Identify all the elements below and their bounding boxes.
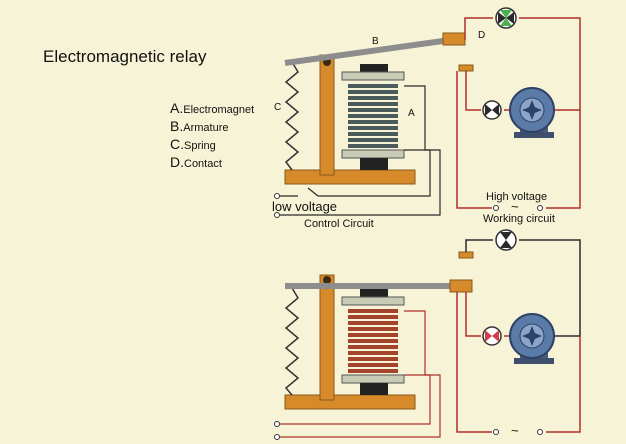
frame-post-top <box>319 54 335 176</box>
armature-top <box>284 37 451 66</box>
motor-top <box>509 87 555 138</box>
legend-item-b: B.Armature <box>170 118 229 134</box>
relay-bottom <box>274 229 581 440</box>
coil-bottom <box>348 309 398 373</box>
contact-top <box>442 32 466 46</box>
motor-bottom <box>509 313 555 364</box>
contact-bottom <box>449 279 473 293</box>
frame-base-top <box>284 169 416 185</box>
label-d: D <box>478 30 486 41</box>
control-circuit-label: Control Circuit <box>304 218 374 230</box>
frame-base-bottom <box>284 394 416 410</box>
coil-top <box>348 84 398 148</box>
relay-top <box>274 7 581 218</box>
spring-top <box>284 61 300 171</box>
ac-symbol-top: ~ <box>511 199 519 214</box>
label-c: C <box>274 102 282 113</box>
spring-bottom <box>284 287 300 396</box>
legend-item-d: D.Contact <box>170 154 222 170</box>
working-circuit-label: Working circuit <box>483 213 555 225</box>
high-voltage-label: High voltage <box>486 191 548 203</box>
frame-post-bottom <box>319 274 335 401</box>
lamp-top <box>495 7 517 29</box>
label-a: A <box>408 108 415 119</box>
lamp-bottom <box>482 326 502 346</box>
legend-item-c: C.Spring <box>170 136 216 152</box>
legend: A.Electromagnet B.Armature C.Spring D.Co… <box>170 100 254 172</box>
ac-symbol-bottom: ~ <box>511 423 519 438</box>
diagram-title: Electromagnetic relay <box>43 47 207 66</box>
label-b: B <box>372 36 379 47</box>
legend-item-a: A.Electromagnet <box>170 100 255 116</box>
low-voltage-label: low voltage <box>272 199 338 214</box>
